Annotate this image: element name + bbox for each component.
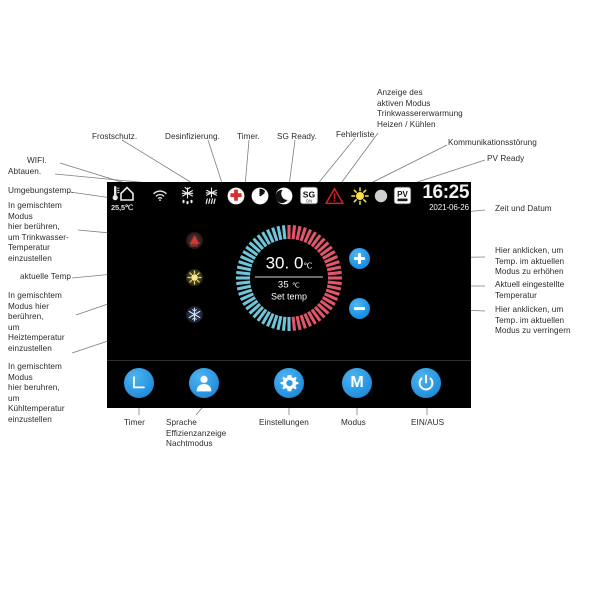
annotation-verringern: Hier anklicken, um Temp. im aktuellen Mo… <box>495 305 571 336</box>
annotation-zeit-datum: Zeit und Datum <box>495 204 552 213</box>
mode-cooling-icon[interactable] <box>186 306 203 323</box>
controller-panel: 25,5℃ <box>107 182 471 408</box>
mode-heating-icon[interactable] <box>186 269 203 286</box>
night-mode-icon <box>275 187 293 205</box>
annotation-kuehltemperatur: In gemischtem Modus hier beruhren, um Kü… <box>8 362 65 424</box>
set-temperature: 35 ℃ <box>277 279 301 291</box>
svg-text:PV: PV <box>397 190 408 199</box>
communication-fault-icon <box>374 189 388 203</box>
timer-icon <box>251 187 269 205</box>
annotation-fehlerliste: Fehlerliste <box>336 130 375 139</box>
annotation-aktiver-modus: Anzeige des aktiven Modus Trinkwassererw… <box>377 88 463 129</box>
annotation-frostschutz: Frostschutz. <box>92 132 138 141</box>
annotation-umgebungstemp: Umgebungstemp. <box>8 186 74 195</box>
dial-divider <box>255 276 323 278</box>
sg-ready-icon: SG ON <box>299 186 319 205</box>
mode-button[interactable]: M <box>342 368 372 398</box>
error-list-icon <box>325 187 344 205</box>
clock-time: 16:25 <box>422 182 469 203</box>
dial-segments <box>236 225 342 331</box>
frost-protection-icon <box>179 186 196 205</box>
mode-hot-water-icon[interactable] <box>186 232 203 249</box>
svg-text:ON: ON <box>306 198 312 203</box>
user-button[interactable] <box>189 368 219 398</box>
dial-readout: 30. 0℃ 35 ℃ Set temp <box>251 254 327 303</box>
annotation-btn-sprache: Sprache Effizienzanzeige Nachtmodus <box>166 418 227 449</box>
temperature-dial[interactable]: 30. 0℃ 35 ℃ Set temp <box>235 224 343 332</box>
annotation-trinkwasser: In gemischtem Modus hier berühren, um Tr… <box>8 201 69 263</box>
status-bar: 25,5℃ <box>107 182 471 216</box>
annotation-timer: Timer. <box>237 132 260 141</box>
ambient-temp-group: 25,5℃ <box>110 185 156 215</box>
annotation-aktuelle-temp: aktuelle Temp <box>20 272 72 281</box>
increase-temperature-button[interactable] <box>349 248 370 269</box>
clock-group: 16:25 2021-06-26 <box>422 183 469 213</box>
annotation-btn-einstellungen: Einstellungen <box>259 418 309 427</box>
annotation-wifi: WIFI. <box>27 156 47 165</box>
ambient-temp-value: 25,5℃ <box>111 203 134 212</box>
annotation-btn-timer: Timer <box>124 418 145 427</box>
annotation-aktuell-eingestellt: Aktuell eingestellte Temperatur <box>495 280 565 300</box>
user-icon <box>196 375 212 392</box>
ambient-temp-icon <box>112 186 134 201</box>
power-button[interactable] <box>411 368 441 398</box>
power-icon <box>418 374 434 391</box>
annotation-btn-modus: Modus <box>341 418 366 427</box>
set-temp-label: Set temp <box>270 291 308 302</box>
annotation-abtauen: Abtauen. <box>8 167 42 176</box>
annotation-heiztemperatur: In gemischtem Modus hier berühren, um He… <box>8 291 65 353</box>
annotation-pv-ready: PV Ready <box>487 154 525 163</box>
annotation-sg-ready: SG Ready. <box>277 132 317 141</box>
annotation-desinfizierung: Desinfizierung. <box>165 132 220 141</box>
annotation-kommunikationsstoerung: Kommunikationsstörung <box>448 138 537 147</box>
timer-button[interactable] <box>124 368 154 398</box>
settings-button[interactable] <box>274 368 304 398</box>
minus-horizontal <box>354 307 365 310</box>
gear-icon <box>280 374 298 391</box>
current-temperature: 30. 0℃ <box>265 253 313 273</box>
disinfection-icon <box>227 187 245 205</box>
annotation-erhoehen: Hier anklicken, um Temp. im aktuellen Mo… <box>495 246 565 277</box>
defrost-icon <box>203 186 220 205</box>
wifi-icon <box>153 189 167 203</box>
active-mode-sun-icon <box>351 187 369 205</box>
annotation-btn-einaus: EIN/AUS <box>411 418 445 427</box>
mode-button-label: M <box>350 374 364 391</box>
plus-vertical <box>358 253 361 264</box>
svg-text:SG: SG <box>303 190 316 200</box>
current-temp-unit: ℃ <box>303 261 313 271</box>
pv-ready-icon: PV <box>393 186 412 205</box>
bottom-button-bar: M <box>107 360 471 408</box>
set-temp-unit: ℃ <box>291 282 301 290</box>
decrease-temperature-button[interactable] <box>349 298 370 319</box>
clock-date: 2021-06-26 <box>429 203 469 212</box>
timer-icon-button <box>133 376 145 389</box>
